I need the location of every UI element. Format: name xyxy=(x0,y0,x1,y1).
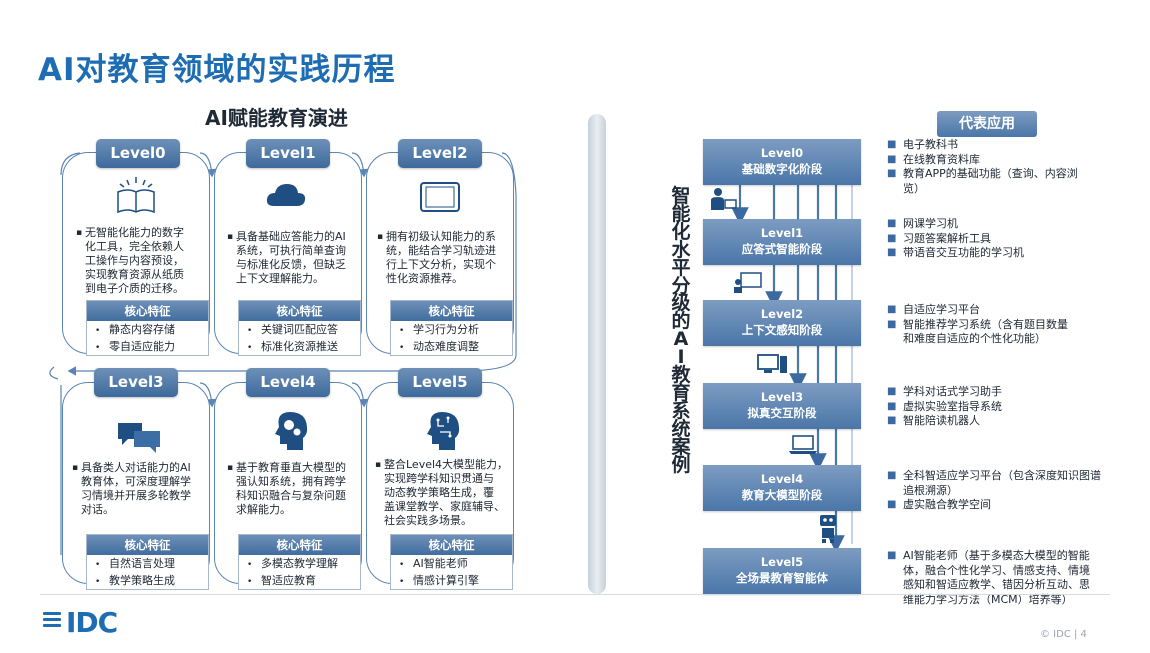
teaching-board-icon xyxy=(734,272,762,293)
apps-level1: ■网课学习机 ■习题答案解析工具 ■带语音交互功能的学习机 xyxy=(887,217,1123,261)
person-computer-icon xyxy=(711,188,737,210)
level1-description: ▪ 具备基础应答能力的AI 系统，可执行简单查询 与标准化反馈，但缺乏 上下文理… xyxy=(227,230,346,285)
level0-description: ▪ 无智能化能力的数字 化工具，完全依赖人 工操作与内容预设， 实现教育资源从纸… xyxy=(76,226,184,295)
ai-head-icon xyxy=(427,412,460,450)
feature-item: •零自适应能力 xyxy=(95,340,175,353)
feature-header: 核心特征 xyxy=(391,535,512,555)
page-number: © IDC | 4 xyxy=(1040,629,1087,640)
app-item: ■自适应学习平台 xyxy=(887,303,980,316)
app-item: ■习题答案解析工具 xyxy=(887,231,991,245)
footer-divider xyxy=(40,594,1110,595)
apps-level0: ■电子教科书 ■在线教育资料库 ■教育APP的基础功能（查询、内容浏览） xyxy=(887,138,1123,196)
bullet-icon: ▪ xyxy=(375,460,382,470)
laptop-icon xyxy=(789,435,817,454)
feature-item: •关键词匹配应答 xyxy=(247,323,338,336)
feature-header: 核心特征 xyxy=(391,301,512,321)
feature-item: •多模态教学理解 xyxy=(247,557,338,570)
apps-level5: ■AI智能老师（基于多模态大模型的智能体，融合个性化学习、情感支持、情境感知和智… xyxy=(887,549,1123,607)
bullet-icon: ▪ xyxy=(227,463,234,473)
open-book-icon xyxy=(117,177,155,214)
bullet-icon: ▪ xyxy=(377,232,384,242)
apps-level2: ■自适应学习平台 ■智能推荐学习系统（含有题目数量和难度自适应的个性化功能） xyxy=(887,303,1123,347)
idc-logo-mark-icon xyxy=(43,612,61,630)
feature-item: •标准化资源推送 xyxy=(247,340,338,353)
stage-level2: Level2 上下文感知阶段 xyxy=(703,300,861,346)
idc-logo: IDC xyxy=(66,606,118,639)
feature-item: •动态难度调整 xyxy=(399,340,479,353)
desktop-computer-icon xyxy=(757,354,787,373)
level1-label: Level1 xyxy=(246,139,330,168)
feature-item: •学习行为分析 xyxy=(399,323,479,336)
app-item: ■网课学习机 xyxy=(887,217,958,230)
level5-label: Level5 xyxy=(398,368,482,397)
level4-description: ▪ 基于教育垂直大模型的 强认知系统，拥有跨学 科知识融合与复杂问题 求解能力。 xyxy=(227,461,346,516)
level5-description: ▪ 整合Level4大模型能力， 实现跨学科知识贯通与 动态教学策略生成，覆 盖… xyxy=(375,458,509,527)
app-item: ■学科对话式学习助手 xyxy=(887,385,1002,398)
level1-features: 核心特征 •关键词匹配应答 •标准化资源推送 xyxy=(238,300,361,356)
app-item: ■带语音交互功能的学习机 xyxy=(887,246,1024,260)
stage-level0: Level0 基础数字化阶段 xyxy=(703,139,861,185)
feature-header: 核心特征 xyxy=(87,535,208,555)
level0-label: Level0 xyxy=(96,139,180,168)
chat-bubbles-icon xyxy=(118,423,160,453)
feature-item: •情感计算引擎 xyxy=(399,574,479,587)
app-item: ■在线教育资料库 xyxy=(887,152,980,166)
cloud-icon xyxy=(266,184,306,206)
vertical-title: 智 能 化 水 平 分 级 的 A I 教 育 系 统 案 例 xyxy=(671,185,691,476)
page-title: AI对教育领域的实践历程 xyxy=(38,52,396,88)
level0-features: 核心特征 •静态内容存储 •零自适应能力 xyxy=(86,300,209,356)
feature-item: •自然语言处理 xyxy=(95,557,175,570)
section-divider xyxy=(588,114,606,594)
apps-level3: ■学科对话式学习助手 ■虚拟实验室指导系统 ■智能陪读机器人 xyxy=(887,385,1123,429)
level2-label: Level2 xyxy=(398,139,482,168)
app-item: ■虚实融合教学空间 xyxy=(887,498,991,512)
representative-apps-title: 代表应用 xyxy=(937,111,1037,137)
app-item: ■全科智适应学习平台（包含深度知识图谱追根溯源） xyxy=(887,469,1101,497)
feature-item: •教学策略生成 xyxy=(95,574,175,587)
robot-icon xyxy=(820,515,836,543)
stage-level5: Level5 全场景教育智能体 xyxy=(703,548,861,594)
level2-description: ▪ 拥有初级认知能力的系 统，能结合学习轨迹进 行上下文分析，实现个 性化资源推… xyxy=(377,230,496,285)
app-item: ■智能陪读机器人 xyxy=(887,414,980,428)
level4-features: 核心特征 •多模态教学理解 •智适应教育 xyxy=(238,534,361,590)
left-diagram-title: AI赋能教育演进 xyxy=(205,106,348,130)
tablet-icon xyxy=(420,182,460,212)
level3-description: ▪ 具备类人对话能力的AI 教育体，可深度理解学 习情境并开展多轮教学 对话。 xyxy=(72,461,191,516)
app-item: ■虚拟实验室指导系统 xyxy=(887,399,1002,413)
level2-features: 核心特征 •学习行为分析 •动态难度调整 xyxy=(390,300,513,356)
feature-item: •静态内容存储 xyxy=(95,323,175,336)
app-item: ■教育APP的基础功能（查询、内容浏览） xyxy=(887,167,1078,195)
feature-header: 核心特征 xyxy=(239,535,360,555)
feature-header: 核心特征 xyxy=(87,301,208,321)
app-item: ■AI智能老师（基于多模态大模型的智能体，融合个性化学习、情感支持、情境感知和智… xyxy=(887,549,1090,606)
stage-level1: Level1 应答式智能阶段 xyxy=(703,219,861,265)
brain-gears-icon xyxy=(275,412,308,450)
feature-item: •AI智能老师 xyxy=(399,557,468,570)
app-item: ■智能推荐学习系统（含有题目数量和难度自适应的个性化功能） xyxy=(887,317,1068,346)
bullet-icon: ▪ xyxy=(227,232,234,242)
bullet-icon: ▪ xyxy=(76,228,83,238)
stage-level4: Level4 教育大模型阶段 xyxy=(703,465,861,511)
feature-header: 核心特征 xyxy=(239,301,360,321)
apps-level4: ■全科智适应学习平台（包含深度知识图谱追根溯源） ■虚实融合教学空间 xyxy=(887,469,1123,513)
level3-features: 核心特征 •自然语言处理 •教学策略生成 xyxy=(86,534,209,590)
stage-level3: Level3 拟真交互阶段 xyxy=(703,383,861,429)
bullet-icon: ▪ xyxy=(72,463,79,473)
level4-label: Level4 xyxy=(246,368,330,397)
level5-features: 核心特征 •AI智能老师 •情感计算引擎 xyxy=(390,534,513,590)
app-item: ■电子教科书 xyxy=(887,138,958,151)
feature-item: •智适应教育 xyxy=(247,574,316,587)
level3-label: Level3 xyxy=(94,368,178,397)
